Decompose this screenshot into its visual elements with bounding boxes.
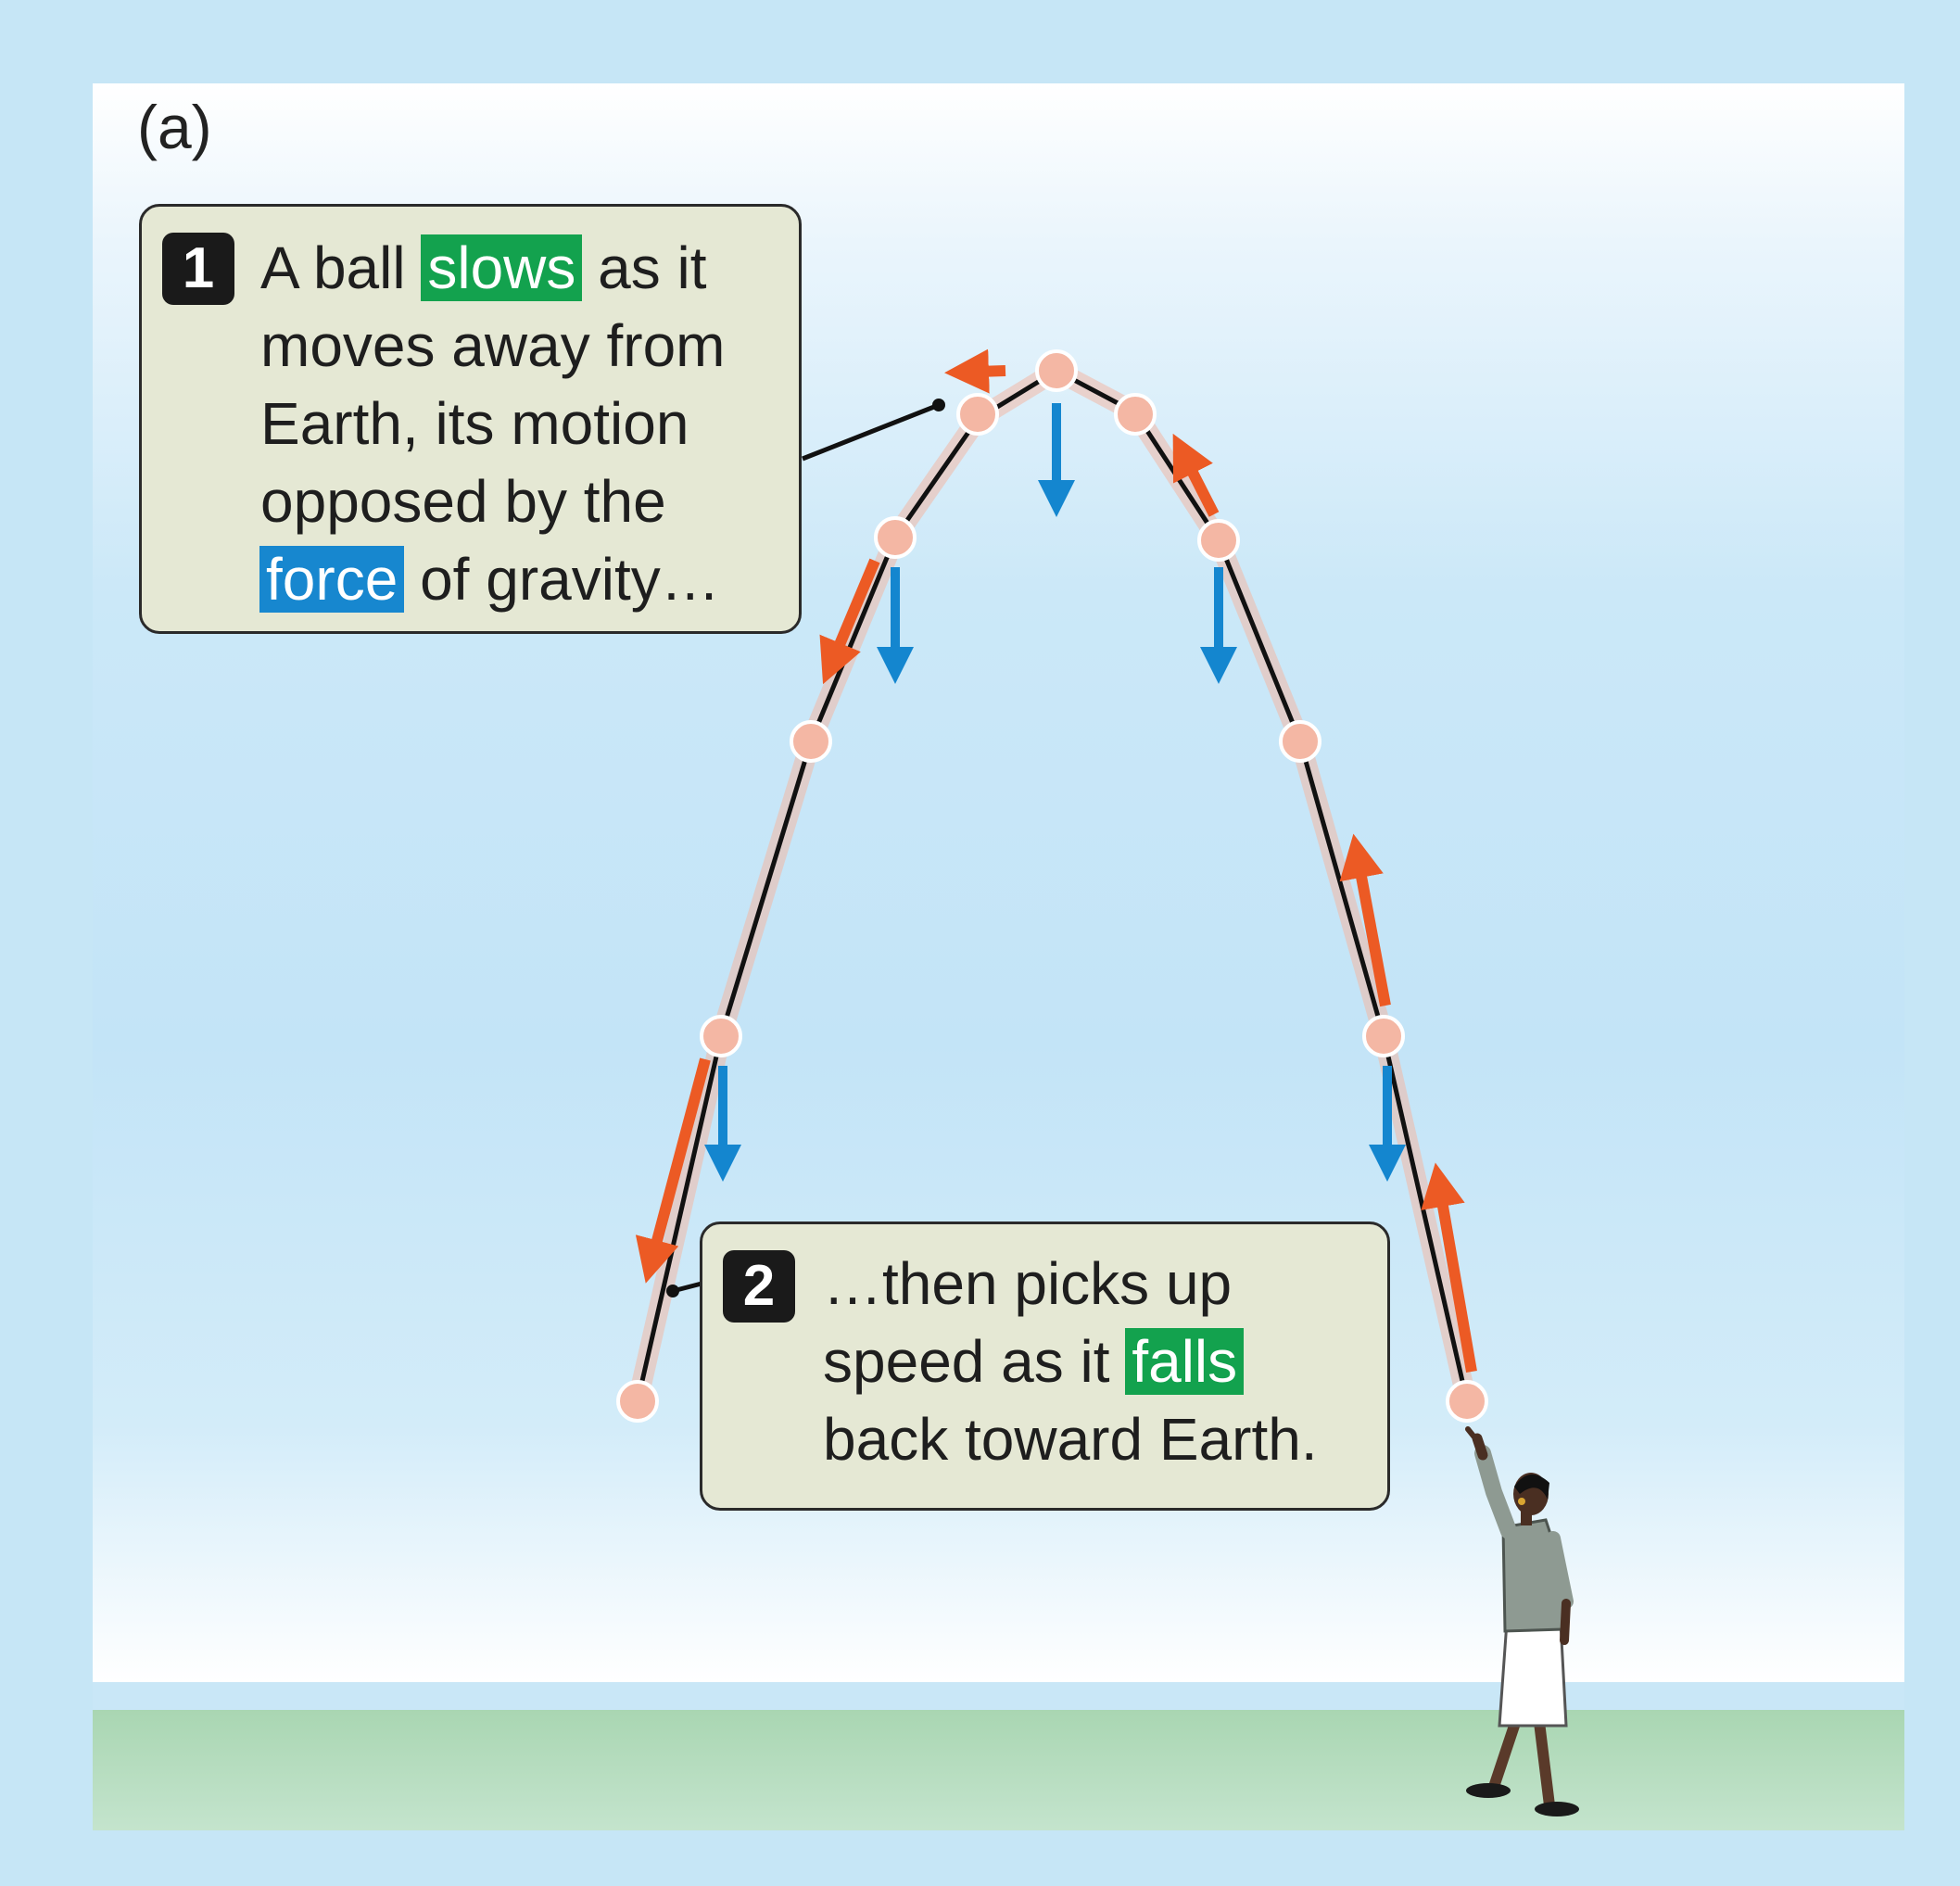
highlight-falls: falls (1125, 1328, 1244, 1395)
callout-1-line-3: Earth, its motion (260, 390, 689, 457)
ball (618, 1382, 657, 1421)
callout-2-line-3: back toward Earth. (823, 1406, 1318, 1473)
callout-1-leader-dot (932, 399, 945, 411)
callout-1-text: A ball slows as it moves away from Earth… (260, 229, 725, 618)
callout-1: 1 A ball slows as it moves away from Ear… (139, 204, 802, 634)
step-number-1: 1 (162, 233, 234, 305)
highlight-force: force (259, 546, 404, 613)
ball (702, 1017, 740, 1056)
ball (1281, 722, 1320, 761)
velocity-arrow (978, 371, 1005, 372)
callout-2-line-1: …then picks up (823, 1250, 1232, 1317)
panel-label: (a) (137, 96, 212, 158)
ball (1199, 521, 1238, 560)
callout-2-line-2-pre: speed as it (823, 1328, 1126, 1395)
callout-1-leader (803, 405, 939, 459)
ball (958, 395, 997, 434)
ball (1037, 351, 1076, 390)
ball (1364, 1017, 1403, 1056)
callout-2-text: …then picks up speed as it falls back to… (823, 1245, 1318, 1478)
ball (1116, 395, 1155, 434)
callout-1-line-2: moves away from (260, 312, 725, 379)
callout-2-leader-dot (666, 1285, 679, 1297)
callout-1-line-1-post: as it (581, 234, 706, 301)
callout-2: 2 …then picks up speed as it falls back … (700, 1221, 1390, 1511)
ball (1448, 1382, 1486, 1421)
callout-1-line-1-pre: A ball (260, 234, 422, 301)
ball (791, 722, 830, 761)
ball (876, 518, 915, 557)
callout-1-line-5-post: of gravity… (403, 546, 719, 613)
step-number-2: 2 (723, 1250, 795, 1323)
highlight-slows: slows (421, 234, 582, 301)
thrower-figure (1466, 1429, 1579, 1816)
callout-1-line-4: opposed by the (260, 468, 666, 535)
